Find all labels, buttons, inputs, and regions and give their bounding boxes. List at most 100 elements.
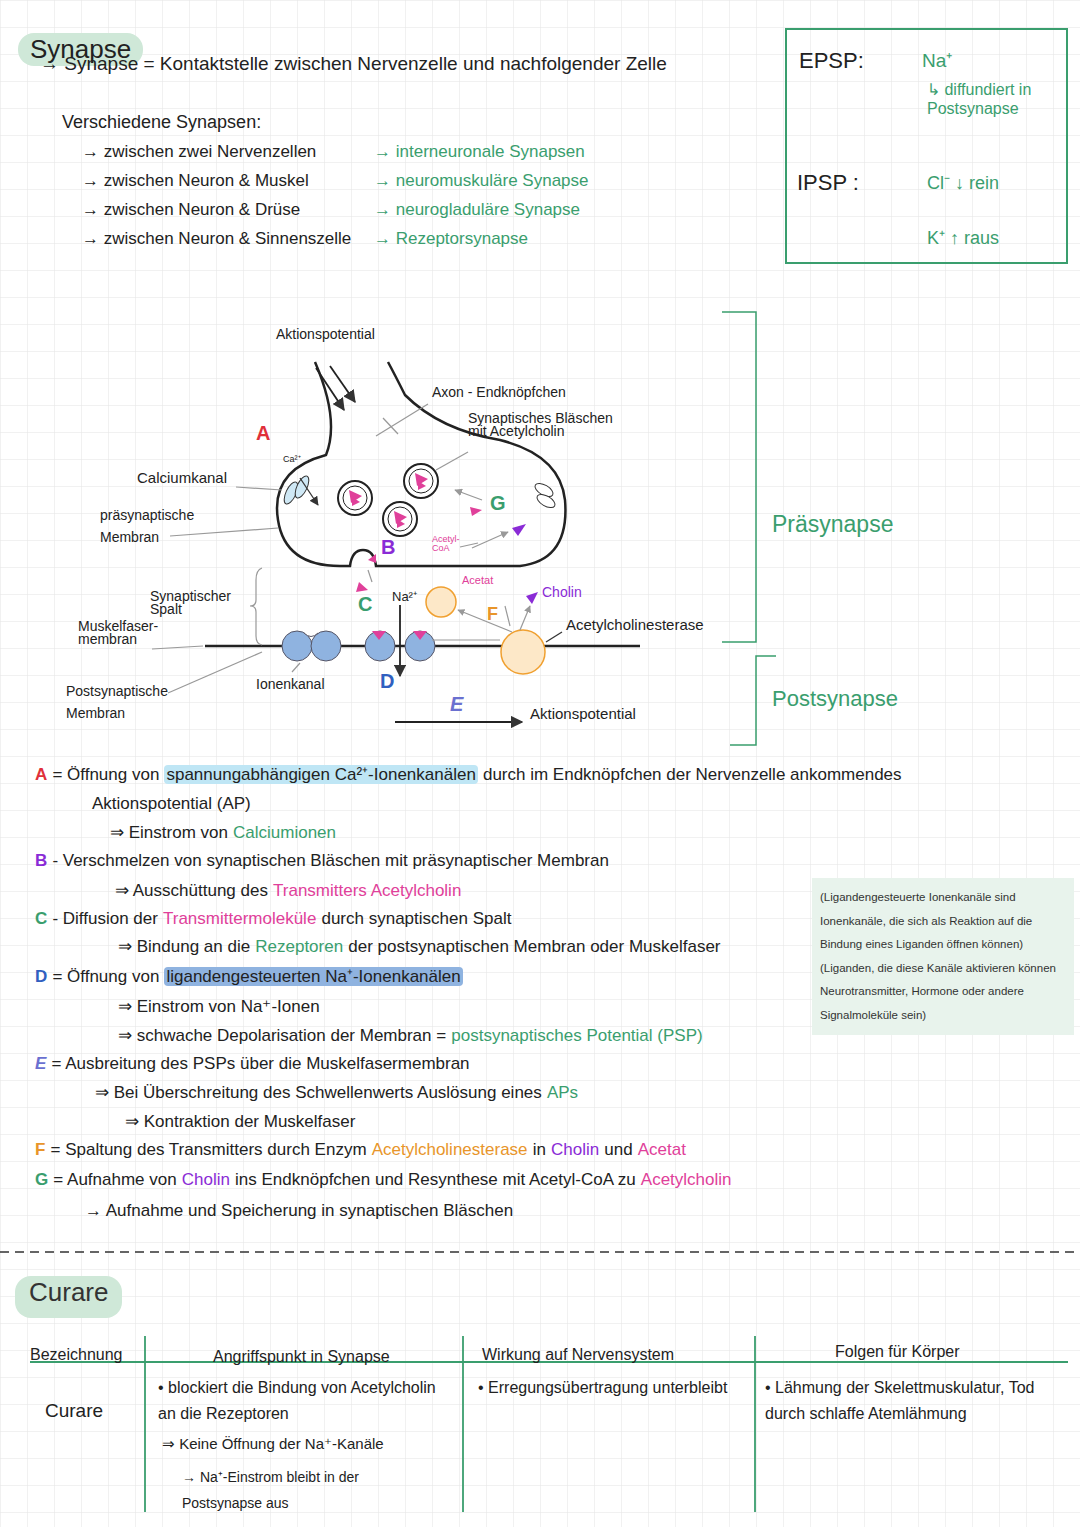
note-text: und <box>604 1140 632 1159</box>
note-text: → neurogladuläre Synapse <box>374 200 580 219</box>
note-text: Präsynapse <box>772 511 893 537</box>
note-text: Synaptisches Bläschen mit Acetylcholin <box>468 410 613 439</box>
node-text: EPSP: <box>799 48 864 74</box>
note-text: Wirkung auf Nervensystem <box>482 1346 674 1363</box>
note-text: in <box>533 1140 546 1159</box>
note-text: → zwischen Neuron & Sinnenszelle <box>82 229 351 248</box>
note-text: Folgen für Körper <box>835 1343 960 1360</box>
text-line: Folgen für Körper <box>835 1342 1065 1361</box>
text-line: Acetyl-CoA <box>432 535 472 553</box>
note-text: postsynaptisches Potential (PSP) <box>451 1026 702 1045</box>
text-line: Postsynapse <box>772 686 898 712</box>
note-text: Postsynapse <box>772 686 898 711</box>
note-text: APs <box>547 1083 578 1102</box>
text-line: Acetat <box>462 574 493 586</box>
note-text: Na²⁺ <box>392 589 417 604</box>
note-text: → zwischen Neuron & Muskel <box>82 171 309 190</box>
note-text: ⇒ Ausschüttung des <box>115 881 268 900</box>
note-text: = Spaltung des Transmitters durch Enzym <box>50 1140 366 1159</box>
text-line: ⇒ schwache Depolarisation der Membran = p… <box>118 1025 808 1047</box>
note-text: ⇒ Bindung an die <box>118 937 250 956</box>
callout-letter: D <box>380 670 394 692</box>
note-text: Acetylcholinesterase <box>372 1140 528 1159</box>
note-text: Ionenkanal <box>256 676 325 692</box>
note-text: durch synaptischen Spalt <box>321 909 511 928</box>
text-line: ⇒ Keine Öffnung der Na⁺-Kanäle <box>162 1434 452 1454</box>
text-line: Axon - Endknöpfchen <box>432 384 566 401</box>
note-text: präsynaptische Membran <box>100 507 194 545</box>
note-text: - Diffusion der <box>52 909 158 928</box>
note-text: durch im Endknöpfchen der Nervenzelle an… <box>483 765 902 784</box>
note-text: → Synapse = Kontaktstelle zwischen Nerve… <box>40 53 667 74</box>
note-text: Aktionspotential <box>276 326 375 342</box>
text-line: G <box>490 491 506 515</box>
note-text: - Verschmelzen von synaptischen Bläschen… <box>52 851 609 870</box>
text-line: Ionenkanal <box>256 676 325 693</box>
node-text: (Ligandengesteuerte Ionenkanäle sind Ion… <box>820 886 1066 957</box>
note-text: Aktionspotential <box>530 705 636 722</box>
note-text: • Erregungsübertragung unterbleibt <box>478 1379 727 1396</box>
text-line: → Synapse = Kontaktstelle zwischen Nerve… <box>40 52 667 76</box>
note-text: = Ausbreitung des PSPs über die Muskelfa… <box>51 1054 469 1073</box>
note-text: Cholin <box>182 1170 230 1189</box>
callout-letter: B <box>35 851 47 870</box>
callout-letter: B <box>381 536 395 558</box>
text-line: → zwischen Neuron & Drüse <box>82 199 300 220</box>
text-line: → zwischen Neuron & Sinnenszelle <box>82 228 351 249</box>
text-line: Na²⁺ <box>392 590 417 604</box>
text-line: Calciumkanal <box>137 469 227 487</box>
note-text: Acetat <box>638 1140 686 1159</box>
text-line: E= Ausbreitung des PSPs über die Muskelf… <box>35 1053 795 1075</box>
text-line: Verschiedene Synapsen: <box>62 111 261 134</box>
text-line: → interneuronale Synapsen <box>374 141 585 162</box>
note-text: Acetat <box>462 574 493 586</box>
note-text: Muskelfaser- membran <box>78 618 158 647</box>
callout-letter: D <box>35 967 47 986</box>
callout-letter: A <box>256 422 270 444</box>
note-text: ⇒ Einstrom von Na⁺-Ionen <box>118 997 320 1016</box>
note-text: • blockiert die Bindung von Acetylcholin… <box>158 1379 436 1422</box>
note-text: Verschiedene Synapsen: <box>62 112 261 132</box>
text-line: ⇒ Bindung an dieRezeptorender postsynapt… <box>118 936 798 958</box>
text-line: → zwischen Neuron & Muskel <box>82 170 309 191</box>
text-line: D= Öffnung vonligandengesteuerten Na⁺-Io… <box>35 966 795 988</box>
node-text: (Liganden, die diese Kanäle aktivieren k… <box>820 957 1066 1028</box>
text-line: A <box>256 421 270 445</box>
note-text: → Na⁺-Einstrom bleibt in der Postsynapse… <box>182 1469 359 1512</box>
note-text: ⇒ schwache Depolarisation der Membran = <box>118 1026 446 1045</box>
text-line: C <box>358 592 372 616</box>
note-text: Angriffspunkt in Synapse <box>213 1348 390 1365</box>
note-text: Calciumionen <box>233 823 336 842</box>
text-line: C- Diffusion derTransmittermoleküledurch… <box>35 908 795 930</box>
node-text: Cl⁻ ↓ rein <box>927 173 999 195</box>
note-text: Bezeichnung <box>30 1346 123 1363</box>
text-line: B <box>381 535 395 559</box>
text-line: • blockiert die Bindung von Acetylcholin… <box>158 1375 448 1428</box>
note-text: Transmitters Acetylcholin <box>273 881 461 900</box>
note-text: Cholin <box>551 1140 599 1159</box>
note-text: Aktionspotential (AP) <box>92 794 251 813</box>
text-line: Ca²⁺ <box>283 455 301 465</box>
text-line: Aktionspotential <box>276 326 375 343</box>
text-line: → Na⁺-Einstrom bleibt in der Postsynapse… <box>182 1464 422 1517</box>
text-line: präsynaptische Membran <box>100 504 215 549</box>
text-line: Wirkung auf Nervensystem <box>482 1345 752 1364</box>
note-text: Acetylcholin <box>641 1170 732 1189</box>
note-text: ⇒ Bei Überschreitung des Schwellenwerts … <box>95 1083 542 1102</box>
text-line: ⇒ Kontraktion der Muskelfaser <box>125 1111 805 1133</box>
note-text: Cholin <box>542 584 582 600</box>
note-box: (Ligandengesteuerte Ionenkanäle sind Ion… <box>812 878 1074 1035</box>
note-text: Ca²⁺ <box>283 454 301 464</box>
node-text: K⁺ ↑ raus <box>927 228 999 250</box>
callout-letter: G <box>490 492 506 514</box>
text-line: ⇒ Bei Überschreitung des Schwellenwerts … <box>95 1082 795 1104</box>
psp-box: EPSP:Na⁺↳ diffundiert in PostsynapseIPSP… <box>785 28 1068 264</box>
text-line: Aktionspotential <box>530 705 636 723</box>
text-line: → Rezeptorsynapse <box>374 228 528 249</box>
note-text: Axon - Endknöpfchen <box>432 384 566 400</box>
text-line: B - Verschmelzen von synaptischen Bläsche… <box>35 850 1035 872</box>
text-line: Bezeichnung <box>30 1345 142 1364</box>
text-line: • Erregungsübertragung unterbleibt <box>478 1375 738 1401</box>
note-text: = Öffnung von <box>52 967 159 986</box>
